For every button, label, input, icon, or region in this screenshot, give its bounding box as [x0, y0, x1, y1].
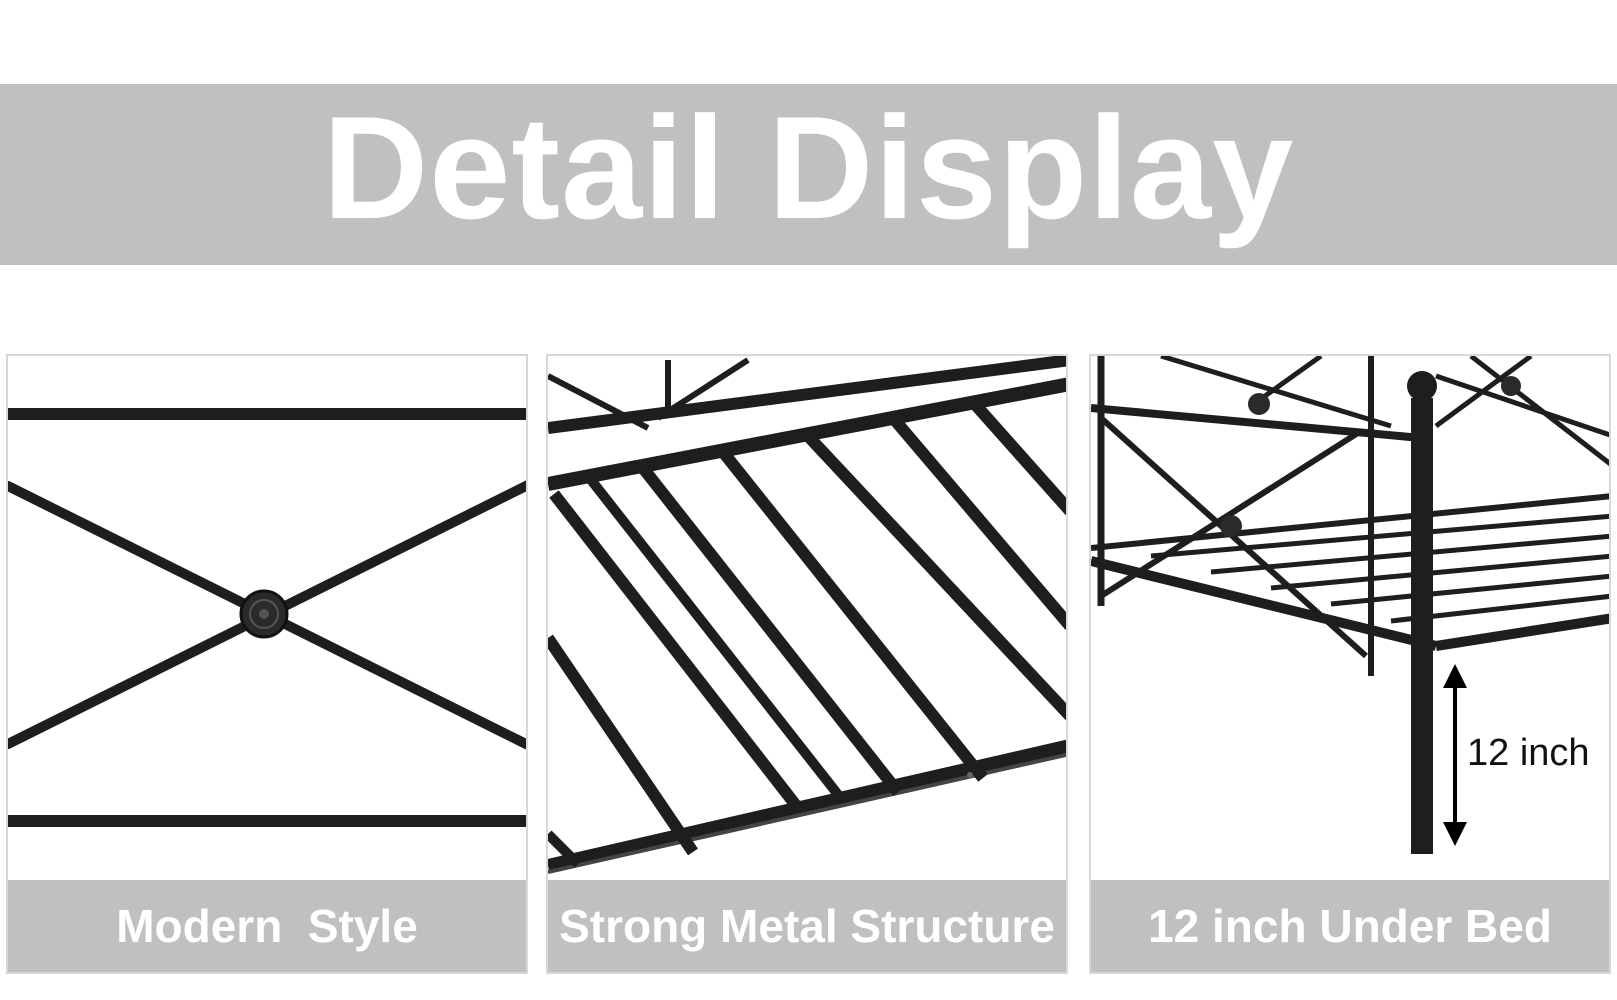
caption-label: Strong Metal Structure	[559, 900, 1055, 952]
caption-label: Modern Style	[116, 900, 418, 952]
cross-bar-detail-image	[8, 408, 526, 827]
panel-modern-style: Modern Style	[6, 354, 528, 974]
leg-clearance-image	[1091, 356, 1609, 854]
caption-under-bed: 12 inch Under Bed	[1091, 880, 1609, 972]
page-title: Detail Display	[322, 85, 1295, 249]
panel-metal-structure: Strong Metal Structure	[546, 354, 1068, 974]
header-banner: Detail Display	[0, 84, 1617, 265]
caption-modern-style: Modern Style	[8, 880, 526, 972]
height-measure-label: 12 inch	[1467, 732, 1590, 774]
panel-under-bed: 12 inch 12 inch Under Bed	[1089, 354, 1611, 974]
slats-detail-image	[548, 356, 1066, 874]
caption-label: 12 inch Under Bed	[1148, 900, 1552, 952]
caption-metal-structure: Strong Metal Structure	[548, 880, 1066, 972]
